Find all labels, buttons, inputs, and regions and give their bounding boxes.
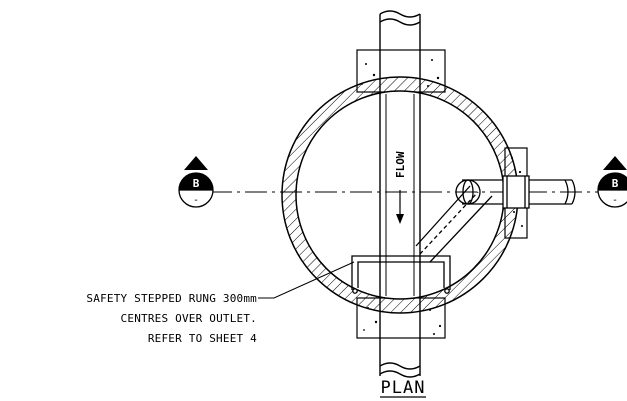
flow-arrow-icon (396, 214, 404, 224)
main-pipe (379, 10, 421, 378)
section-marker-right-sub: - (612, 195, 618, 206)
flow-label: FLOW (394, 151, 407, 178)
section-arrow-icon (184, 156, 208, 170)
section-arrow-icon (603, 156, 627, 170)
safety-rungs (351, 255, 451, 294)
view-title: PLAN (380, 378, 426, 398)
note-line-1: SAFETY STEPPED RUNG 300mm (86, 292, 257, 305)
section-marker-right: B - (597, 156, 627, 208)
rung-note: SAFETY STEPPED RUNG 300mm CENTRES OVER O… (86, 292, 257, 345)
branch-pipe (415, 175, 576, 263)
note-line-3: REFER TO SHEET 4 (148, 332, 257, 345)
section-marker-left-sub: - (193, 195, 199, 206)
note-line-2: CENTRES OVER OUTLET. (121, 312, 257, 325)
section-marker-right-letter: B (612, 177, 619, 190)
section-marker-left-letter: B (193, 177, 200, 190)
flow-indicator: FLOW (394, 151, 407, 224)
view-title-text: PLAN (381, 378, 426, 398)
note-leader-line (258, 261, 355, 299)
section-marker-left: B - (178, 156, 214, 208)
